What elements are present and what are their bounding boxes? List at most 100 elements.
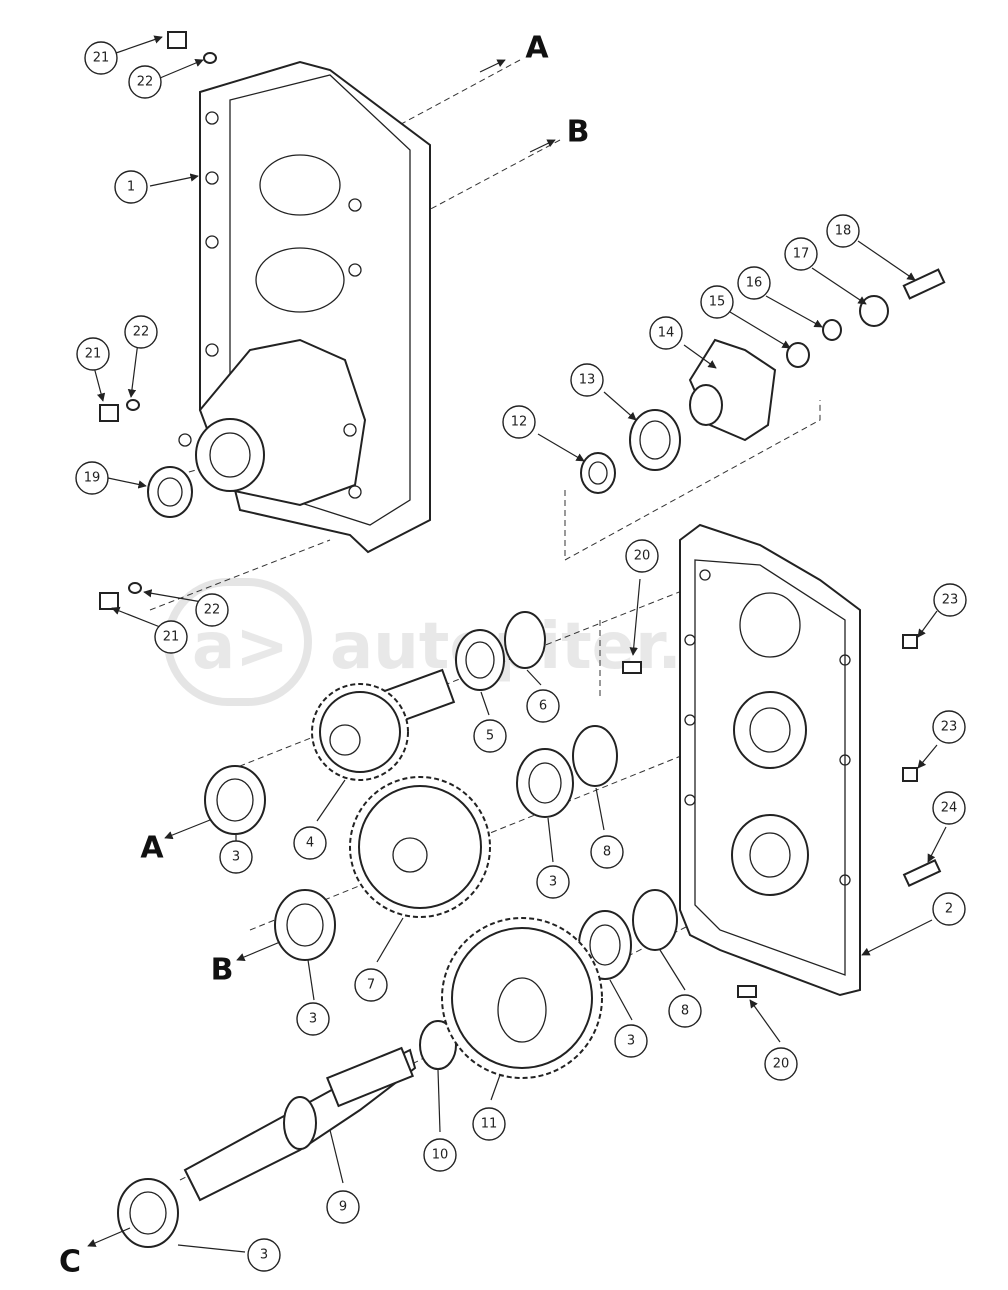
callout-number: 22 bbox=[133, 325, 150, 340]
section-letter-b: B bbox=[211, 953, 234, 988]
callout-bubble bbox=[536, 865, 570, 899]
ring-8-upper bbox=[572, 725, 618, 787]
plug-21-mid bbox=[99, 404, 119, 422]
callout-bubble bbox=[784, 237, 818, 271]
callout-21: 21 bbox=[84, 41, 118, 75]
callout-number: 15 bbox=[709, 295, 726, 310]
ring-10 bbox=[419, 1020, 457, 1070]
callout-number: 3 bbox=[309, 1012, 317, 1027]
callout-number: 3 bbox=[549, 875, 557, 890]
leader-16 bbox=[765, 295, 823, 328]
callout-bubble bbox=[625, 539, 659, 573]
callout-bubble bbox=[614, 1024, 648, 1058]
callout-number: 13 bbox=[579, 373, 596, 388]
callout-3: 3 bbox=[247, 1238, 281, 1272]
washer-17 bbox=[859, 295, 889, 327]
callout-number: 3 bbox=[260, 1248, 268, 1263]
cover-bolt-hole bbox=[684, 714, 696, 726]
callout-15: 15 bbox=[700, 285, 734, 319]
callout-bubble bbox=[473, 719, 507, 753]
bearing-3-c-right-inner bbox=[589, 924, 621, 966]
washer-22-low bbox=[128, 582, 142, 594]
callouts: 2122122211922211817161514131220236523834… bbox=[75, 41, 967, 1272]
leader-4 bbox=[316, 779, 346, 822]
callout-number: 20 bbox=[773, 1057, 790, 1072]
axis-line-b bbox=[249, 719, 771, 931]
o-ring-15 bbox=[786, 342, 810, 368]
plug-21-low bbox=[99, 592, 119, 610]
output-shaft bbox=[183, 1046, 417, 1202]
axis-line-upper-plug bbox=[149, 539, 331, 611]
callout-13: 13 bbox=[570, 363, 604, 397]
callout-bubble bbox=[700, 285, 734, 319]
housing-bolt-hole bbox=[205, 235, 219, 249]
callout-10: 10 bbox=[423, 1138, 457, 1172]
callout-number: 18 bbox=[835, 224, 852, 239]
callout-7: 7 bbox=[354, 968, 388, 1002]
callout-bubble bbox=[124, 315, 158, 349]
leader-18 bbox=[857, 240, 916, 281]
leader-10 bbox=[437, 1069, 441, 1133]
callout-3: 3 bbox=[536, 865, 570, 899]
bearings-and-rings bbox=[117, 611, 678, 1248]
leader-3-a-right bbox=[547, 817, 554, 863]
callout-number: 10 bbox=[432, 1148, 449, 1163]
leader-19 bbox=[107, 477, 147, 489]
callout-bubble bbox=[590, 835, 624, 869]
plug-21-top bbox=[167, 31, 187, 49]
plug-23-upper bbox=[902, 634, 918, 649]
bearing-3-a bbox=[204, 765, 266, 835]
cover-bore-middle-inner bbox=[749, 707, 791, 753]
section-letter-a: A bbox=[525, 31, 549, 66]
callout-number: 5 bbox=[486, 729, 494, 744]
washer-22-mid bbox=[126, 399, 140, 411]
section-letter-a: A bbox=[140, 831, 164, 866]
housing-bolt-hole bbox=[205, 343, 219, 357]
callout-bubble bbox=[76, 337, 110, 371]
housing-bolt-hole bbox=[205, 111, 219, 125]
shaft-9-collar bbox=[283, 1096, 317, 1150]
callout-number: 3 bbox=[232, 850, 240, 865]
leader-15 bbox=[729, 311, 791, 349]
arrow-b-top bbox=[529, 139, 556, 153]
callout-number: 7 bbox=[367, 978, 375, 993]
plug-23-lower bbox=[902, 767, 918, 782]
callout-bubble bbox=[668, 994, 702, 1028]
callout-number: 17 bbox=[793, 247, 810, 262]
cover-bolt-hole bbox=[684, 634, 696, 646]
cover-bore-lower-inner bbox=[749, 832, 791, 878]
bearing-3-a-right-inner bbox=[528, 762, 562, 804]
cover-bore-lower bbox=[731, 814, 809, 896]
callout-24: 24 bbox=[932, 791, 966, 825]
housing-bolt-hole bbox=[348, 198, 362, 212]
bearing-3-a-inner bbox=[216, 778, 254, 822]
cover-bolt-hole bbox=[699, 569, 711, 581]
callout-6: 6 bbox=[526, 689, 560, 723]
callout-22: 22 bbox=[128, 65, 162, 99]
cover-plate-flange bbox=[694, 559, 846, 976]
callout-bubble bbox=[75, 461, 109, 495]
leader-8-upper bbox=[595, 787, 605, 831]
callout-11: 11 bbox=[472, 1107, 506, 1141]
cover-bolt-hole bbox=[684, 794, 696, 806]
leader-12 bbox=[537, 433, 585, 462]
callout-number: 21 bbox=[85, 347, 102, 362]
callout-9: 9 bbox=[326, 1190, 360, 1224]
callout-bubble bbox=[219, 840, 253, 874]
leader-14 bbox=[683, 344, 717, 369]
callout-bubble bbox=[296, 1002, 330, 1036]
callout-number: 11 bbox=[481, 1117, 498, 1132]
callout-bubble bbox=[423, 1138, 457, 1172]
washer-22-top bbox=[203, 52, 217, 64]
section-letter-b: B bbox=[567, 115, 590, 150]
callout-bubble bbox=[354, 968, 388, 1002]
callout-number: 8 bbox=[681, 1004, 689, 1019]
gear-housing bbox=[178, 60, 431, 554]
callout-number: 8 bbox=[603, 845, 611, 860]
seal-12 bbox=[580, 452, 616, 494]
callout-3: 3 bbox=[296, 1002, 330, 1036]
callout-bubble bbox=[649, 316, 683, 350]
callout-bubble bbox=[84, 41, 118, 75]
leader-11 bbox=[490, 1074, 501, 1101]
